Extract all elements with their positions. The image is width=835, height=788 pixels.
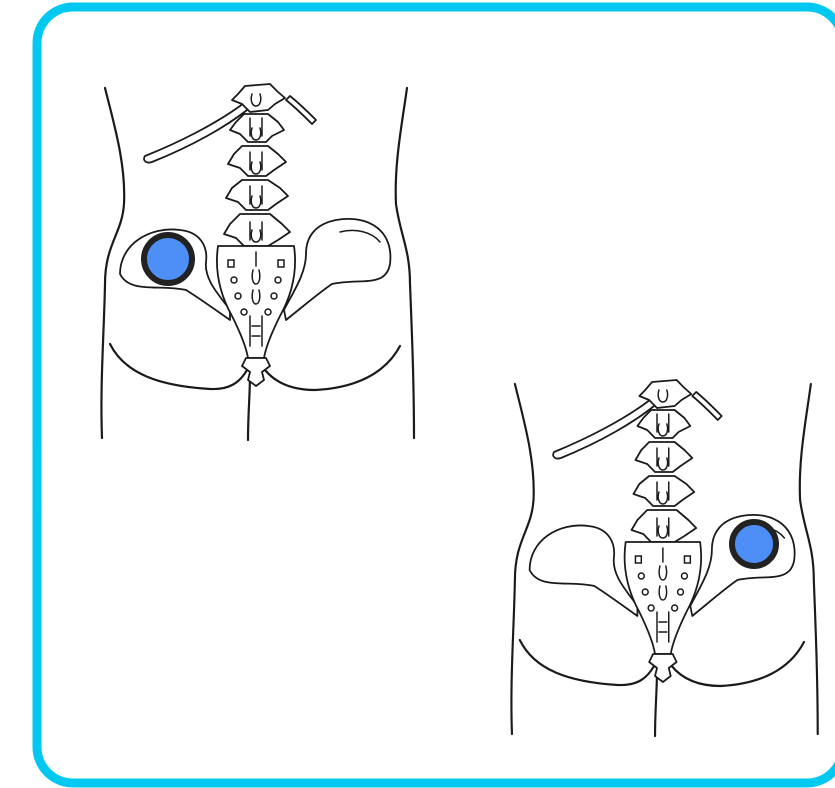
frame-border xyxy=(37,7,835,783)
pain-marker-right xyxy=(732,522,776,566)
pain-marker-left xyxy=(144,235,192,283)
